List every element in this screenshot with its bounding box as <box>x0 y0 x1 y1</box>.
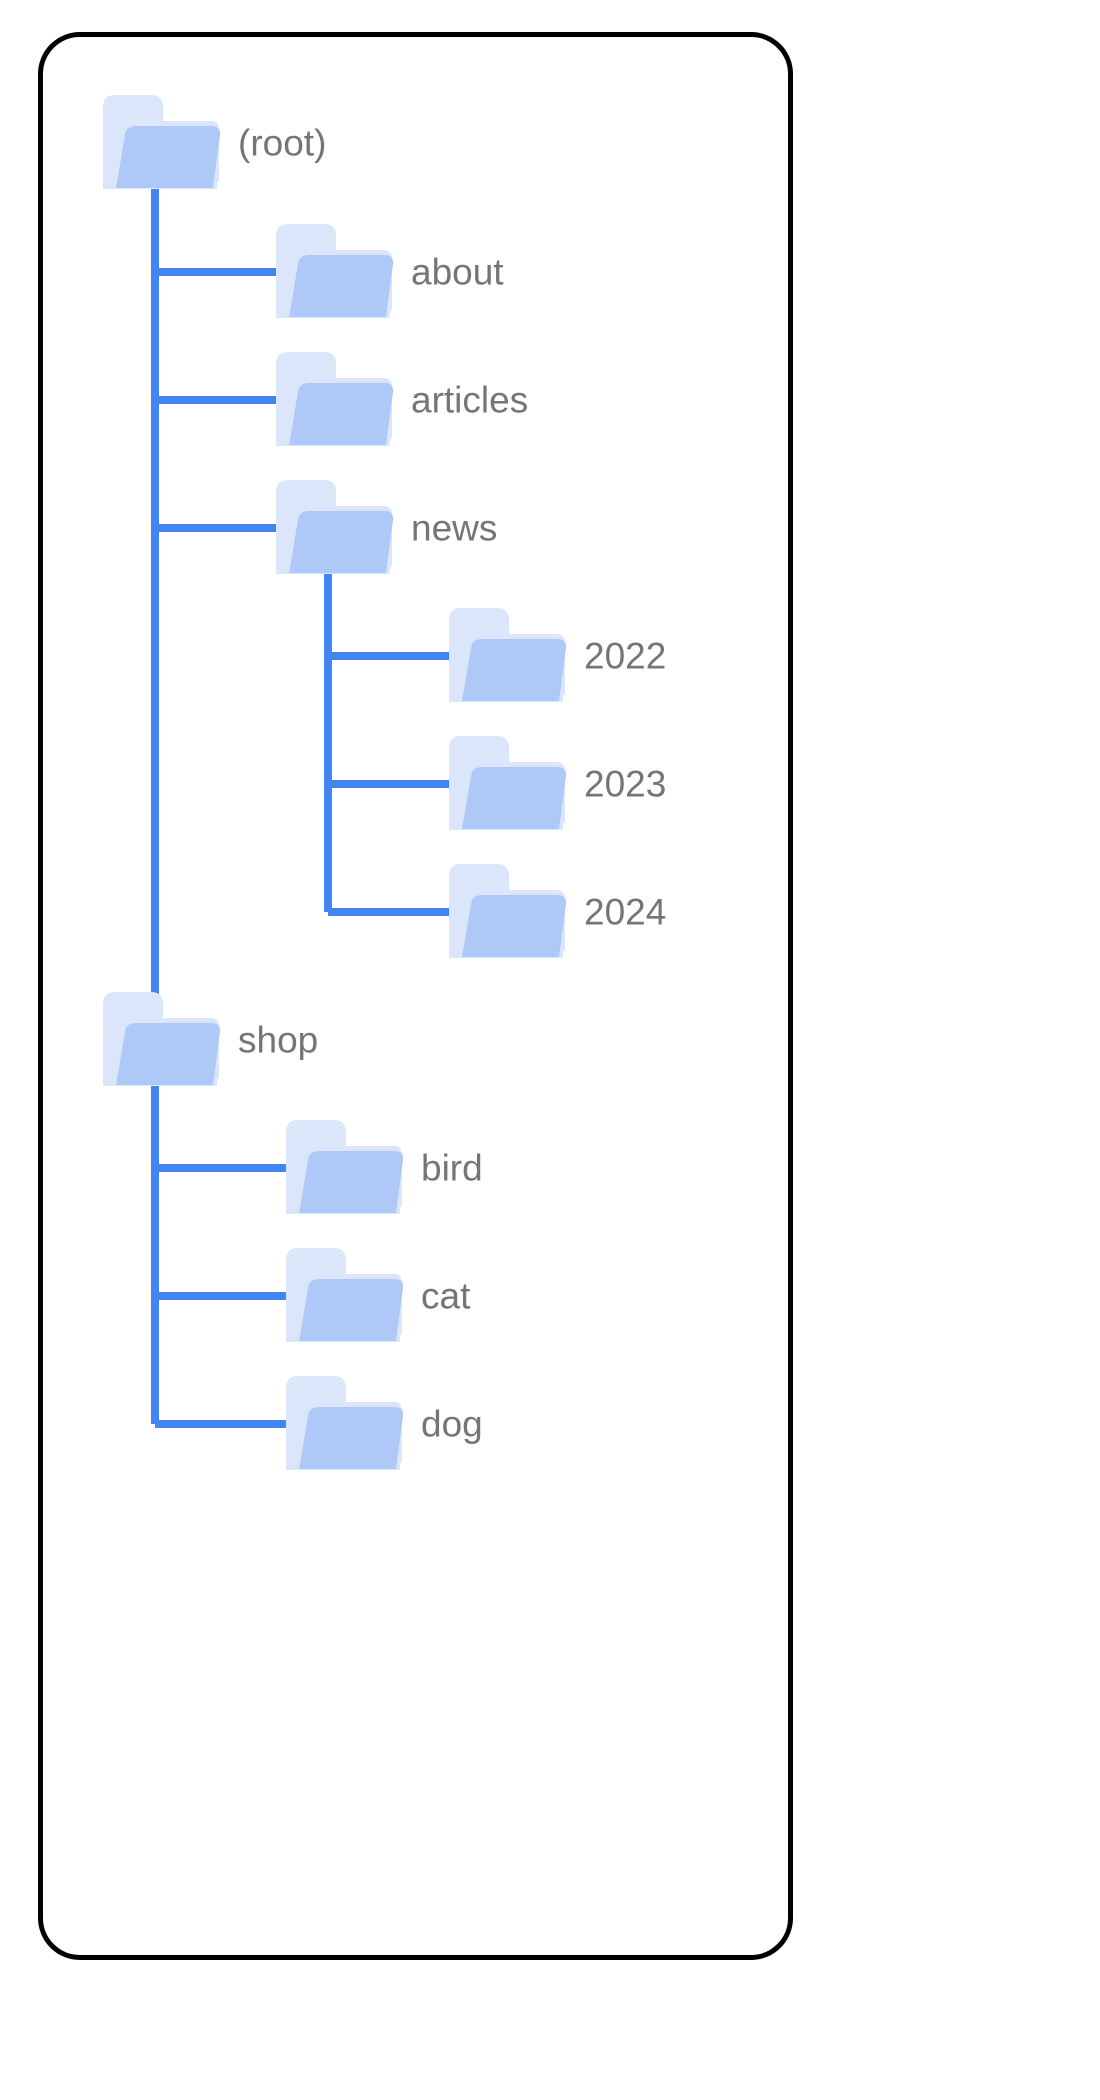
node-label-shop: shop <box>238 1019 319 1061</box>
folder-icon[interactable] <box>286 1248 404 1342</box>
connector-horizontal <box>155 1164 296 1172</box>
node-label-news2024: 2024 <box>584 891 667 933</box>
node-label-dog: dog <box>421 1403 483 1445</box>
connector-vertical <box>151 181 159 1040</box>
folder-icons <box>103 95 567 1470</box>
connector-horizontal <box>155 1292 296 1300</box>
node-label-articles: articles <box>411 379 529 421</box>
folder-icon[interactable] <box>449 736 567 830</box>
connector-horizontal <box>328 908 459 916</box>
folder-icon[interactable] <box>276 224 394 318</box>
folder-icon[interactable] <box>286 1120 404 1214</box>
connector-vertical <box>324 566 332 912</box>
connector-horizontal <box>328 780 459 788</box>
connector-lines <box>113 181 459 1428</box>
connector-horizontal <box>155 268 286 276</box>
node-label-bird: bird <box>421 1147 483 1189</box>
folder-icon[interactable] <box>276 480 394 574</box>
connector-horizontal <box>328 652 459 660</box>
folder-icon[interactable] <box>449 864 567 958</box>
node-label-root: (root) <box>238 122 327 164</box>
folder-icon[interactable] <box>103 992 221 1086</box>
diagram-card <box>38 32 793 1960</box>
connector-horizontal <box>155 1420 296 1428</box>
node-label-cat: cat <box>421 1275 471 1317</box>
node-label-about: about <box>411 251 504 293</box>
connector-horizontal <box>155 524 286 532</box>
folder-icon[interactable] <box>103 95 221 189</box>
connector-horizontal <box>155 396 286 404</box>
node-label-news2023: 2023 <box>584 763 667 805</box>
folder-icon[interactable] <box>286 1376 404 1470</box>
folder-icon[interactable] <box>276 352 394 446</box>
folder-icon[interactable] <box>449 608 567 702</box>
node-label-news: news <box>411 507 498 549</box>
node-label-news2022: 2022 <box>584 635 667 677</box>
connector-vertical <box>151 1078 159 1424</box>
